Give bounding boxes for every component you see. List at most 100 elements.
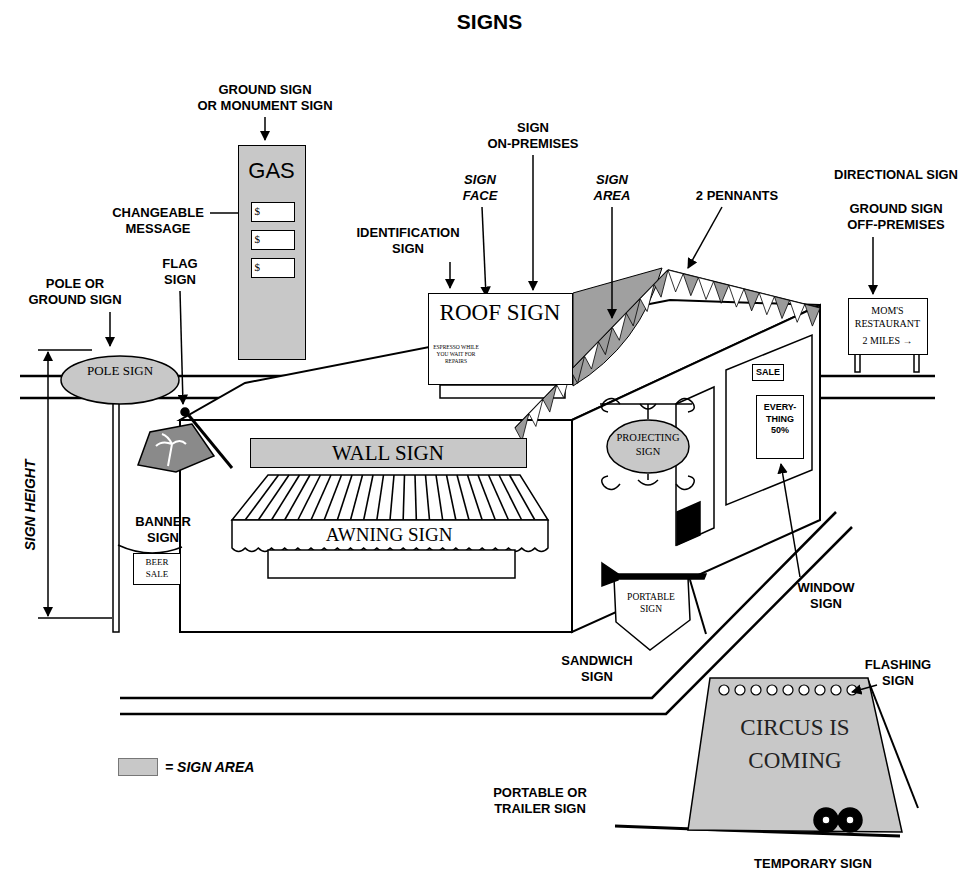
sign-text: ROOF SIGN xyxy=(429,299,571,327)
trailer xyxy=(822,816,830,824)
sign-text: PORTABLE SIGN xyxy=(620,591,682,616)
trailer-sign: CIRCUS IS COMING xyxy=(700,678,890,833)
banner-sign: BEER SALE xyxy=(133,553,181,585)
sign-text: SALE xyxy=(753,367,783,378)
callout-label: PORTABLE OR TRAILER SIGN xyxy=(493,785,587,817)
changeable-message-box: $ xyxy=(251,202,295,222)
awning-sign: AWNING SIGN xyxy=(230,475,548,550)
awning xyxy=(447,475,456,520)
callout-label: SIGN FACE xyxy=(463,172,498,204)
legend-swatch xyxy=(118,758,158,776)
sign-text: AWNING SIGN xyxy=(270,524,508,547)
pennants xyxy=(598,327,612,354)
awning xyxy=(426,475,430,520)
pennants xyxy=(698,278,713,300)
window-sign-box: SALE xyxy=(752,364,784,381)
awning xyxy=(285,475,310,520)
projecting-sign-scrolls xyxy=(602,474,695,490)
callout-label: SIGN AREA xyxy=(594,172,631,204)
pennants xyxy=(805,304,820,326)
leader-arrows xyxy=(482,207,486,296)
flashing-bulbs xyxy=(847,685,857,695)
callout-label: WINDOW SIGN xyxy=(797,580,854,612)
flashing-bulbs xyxy=(767,685,777,695)
leader-arrows xyxy=(781,464,800,577)
flag xyxy=(138,408,232,472)
flashing-bulbs xyxy=(783,685,793,695)
awning xyxy=(415,475,416,520)
window-sign-box: EVERY-THING 50% xyxy=(756,395,804,459)
sign-text: 2 MILES → xyxy=(850,335,925,347)
pennants xyxy=(640,284,654,311)
awning xyxy=(489,475,509,520)
trailer xyxy=(688,678,902,832)
awning xyxy=(298,475,321,520)
leader-arrows xyxy=(109,312,111,346)
awning-window xyxy=(268,550,515,578)
sign-area-shape xyxy=(573,268,662,386)
sign-text: MOM'S RESTAURANT xyxy=(850,305,925,330)
awning xyxy=(337,475,352,520)
leader-arrows xyxy=(180,291,183,404)
sign-text: $ xyxy=(255,205,291,218)
sign-text: BEER SALE xyxy=(136,557,178,580)
door xyxy=(677,502,700,545)
banner-cord xyxy=(118,545,182,553)
leader-arrows xyxy=(264,117,266,140)
leader-arrows xyxy=(611,207,613,318)
leader-arrows xyxy=(449,262,451,288)
pennants xyxy=(729,285,744,307)
pennants xyxy=(654,270,668,297)
leader-arrows xyxy=(110,117,877,692)
callout-label: GROUND SIGN OR MONUMENT SIGN xyxy=(197,82,332,114)
sign-text: PROJECTING SIGN xyxy=(610,431,686,458)
pennants xyxy=(759,293,774,315)
awning xyxy=(232,520,548,552)
pennants xyxy=(626,299,640,326)
sign-text: $ xyxy=(255,261,291,274)
shop-window xyxy=(726,335,812,505)
awning xyxy=(457,475,469,520)
leader-arrows xyxy=(688,207,722,268)
callout-label: GROUND SIGN OFF-PREMISES xyxy=(847,201,945,233)
changeable-message-box: $ xyxy=(251,230,295,250)
pennants xyxy=(714,281,729,303)
sign-area-shape xyxy=(573,268,662,386)
flag xyxy=(138,424,214,472)
sign-height-dimension xyxy=(38,349,92,351)
awning xyxy=(311,475,331,520)
sign-height-dimension xyxy=(47,352,49,616)
monument-sign: GAS$$$ xyxy=(238,145,306,360)
callout-label: BANNER SIGN xyxy=(135,514,191,546)
pole xyxy=(113,400,119,632)
flag xyxy=(156,434,186,466)
directional-sign-legs xyxy=(914,354,919,372)
awning xyxy=(364,475,373,520)
sign-text: POLE SIGN xyxy=(70,363,170,379)
awning xyxy=(258,475,289,520)
roof-sign: ROOF SIGN ESPRESSO WHILE YOU WAIT FOR REP… xyxy=(428,293,573,385)
awning xyxy=(436,475,443,520)
trailer xyxy=(814,808,838,832)
awning xyxy=(272,475,300,520)
directional-sign: MOM'S RESTAURANT 2 MILES → xyxy=(848,298,928,355)
callout-label: FLAG SIGN xyxy=(162,256,197,288)
door xyxy=(676,387,714,545)
callout-label: TEMPORARY SIGN xyxy=(754,856,872,872)
callout-label: DIRECTIONAL SIGN xyxy=(834,167,958,183)
awning xyxy=(499,475,522,520)
trailer xyxy=(615,678,918,836)
pole xyxy=(113,400,119,632)
sign-text: ESPRESSO WHILE YOU WAIT FOR REPAIRS xyxy=(432,344,480,365)
callout-label: POLE OR GROUND SIGN xyxy=(28,276,121,308)
awning xyxy=(478,475,495,520)
pennants xyxy=(744,289,759,311)
sign-text: WALL SIGN xyxy=(301,441,475,466)
callout-label: FLASHING SIGN xyxy=(865,657,931,689)
pennants xyxy=(668,270,683,292)
sandwich-sign xyxy=(614,578,690,650)
awning xyxy=(403,475,404,520)
pennants xyxy=(515,414,529,441)
awning xyxy=(351,475,363,520)
flashing-bulbs xyxy=(831,685,841,695)
